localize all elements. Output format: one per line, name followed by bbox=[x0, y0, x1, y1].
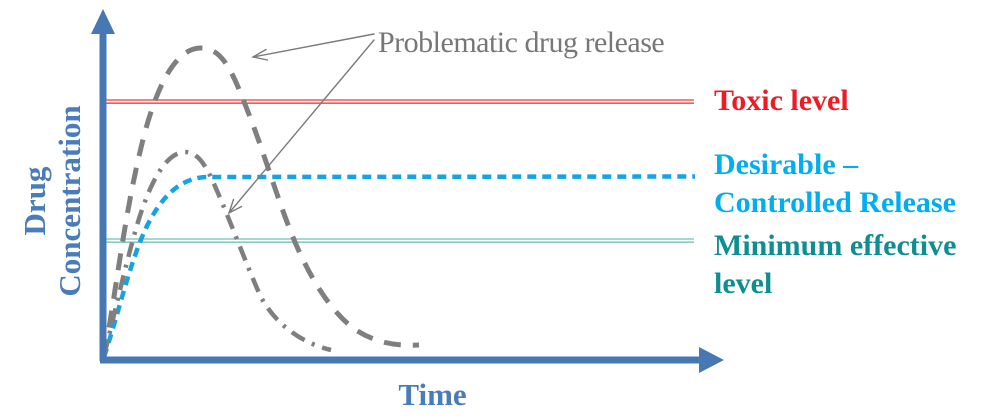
y-axis-title-line1: Drug bbox=[17, 166, 52, 236]
minimum-label-line2: level bbox=[714, 267, 773, 300]
y-axis-title: Drug Concentration bbox=[17, 36, 87, 366]
x-axis-arrowhead-icon bbox=[699, 347, 724, 373]
minimum-effective-line bbox=[106, 238, 694, 243]
curve-problematic-subtherapeutic bbox=[101, 149, 332, 357]
desirable-label-line2: Controlled Release bbox=[714, 186, 956, 219]
minimum-label-line1: Minimum effective bbox=[714, 229, 957, 262]
annotation-arrow-to-burst-peak bbox=[251, 33, 375, 61]
y-axis bbox=[91, 9, 115, 361]
toxic-level-line bbox=[106, 99, 694, 104]
desirable-label-line1: Desirable – bbox=[714, 148, 859, 181]
toxic-level-label: Toxic level bbox=[714, 84, 849, 117]
curve-desirable-controlled-release bbox=[101, 174, 696, 358]
x-axis bbox=[100, 347, 724, 373]
minimum-effective-level-label: Minimum effective level bbox=[714, 227, 956, 303]
x-axis-title: Time bbox=[398, 377, 467, 412]
desirable-controlled-release-label: Desirable – Controlled Release bbox=[714, 146, 956, 222]
annotation-arrow-to-dashdot-curve bbox=[227, 39, 375, 215]
y-axis-title-line2: Concentration bbox=[52, 105, 87, 297]
y-axis-arrowhead-icon bbox=[91, 9, 115, 34]
curve-problematic-burst bbox=[101, 45, 420, 357]
annotation-problematic-drug-release: Problematic drug release bbox=[378, 26, 665, 59]
